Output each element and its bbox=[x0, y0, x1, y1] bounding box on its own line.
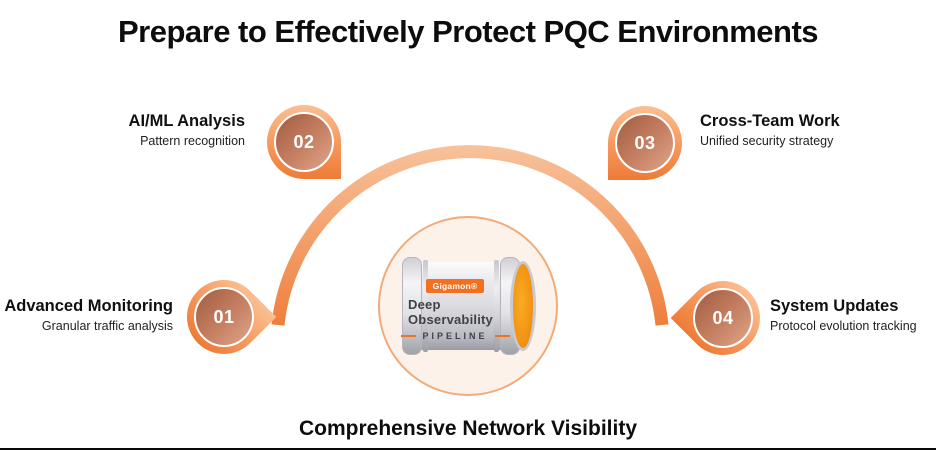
step-subtitle: Granular traffic analysis bbox=[41, 318, 173, 333]
step-badge-03: 03 bbox=[608, 106, 682, 180]
step-number: 02 bbox=[293, 131, 315, 152]
dash-right bbox=[494, 335, 510, 337]
step-subtitle: Unified security strategy bbox=[700, 133, 834, 148]
gigamon-logo: Gigamon® bbox=[425, 279, 485, 293]
pipeline-word: PIPELINE bbox=[422, 331, 488, 341]
pipe-opening bbox=[510, 261, 536, 351]
step-title: System Updates bbox=[770, 297, 899, 315]
bottom-divider bbox=[0, 448, 936, 450]
step-number-circle: 01 bbox=[194, 287, 254, 347]
step-number: 04 bbox=[712, 307, 734, 328]
pipe-product-sub: PIPELINE bbox=[400, 331, 510, 341]
step-label-01: Advanced Monitoring Granular traffic ana… bbox=[4, 296, 173, 334]
pipe-product-name: Deep Observability bbox=[408, 297, 493, 327]
step-number-circle: 02 bbox=[274, 112, 334, 172]
pipe-ridge bbox=[494, 260, 499, 352]
page-title: Prepare to Effectively Protect PQC Envir… bbox=[117, 14, 819, 49]
step-badge-01: 01 bbox=[171, 264, 277, 370]
pipe-flange bbox=[402, 257, 422, 355]
dash-left bbox=[400, 335, 416, 337]
step-number-circle: 03 bbox=[615, 113, 675, 173]
step-number: 01 bbox=[213, 306, 235, 327]
step-number: 03 bbox=[634, 132, 656, 153]
center-hub-circle: Gigamon® Deep Observability PIPELINE bbox=[378, 216, 558, 396]
step-title: Cross-Team Work bbox=[700, 112, 840, 130]
step-label-03: Cross-Team Work Unified security strateg… bbox=[700, 111, 840, 149]
step-badge-02: 02 bbox=[267, 105, 341, 179]
step-label-04: System Updates Protocol evolution tracki… bbox=[770, 296, 917, 334]
step-title: AI/ML Analysis bbox=[128, 112, 245, 130]
bottom-caption: Comprehensive Network Visibility bbox=[298, 417, 638, 440]
step-number-circle: 04 bbox=[693, 288, 753, 348]
pipe-label: Gigamon® Deep Observability PIPELINE bbox=[400, 279, 510, 341]
step-badge-04: 04 bbox=[670, 265, 776, 371]
step-title: Advanced Monitoring bbox=[4, 297, 173, 315]
pipeline-illustration: Gigamon® Deep Observability PIPELINE bbox=[400, 257, 536, 355]
step-label-02: AI/ML Analysis Pattern recognition bbox=[129, 111, 245, 149]
step-subtitle: Protocol evolution tracking bbox=[770, 318, 917, 333]
step-subtitle: Pattern recognition bbox=[140, 133, 245, 148]
pipe-ridge bbox=[423, 260, 428, 352]
